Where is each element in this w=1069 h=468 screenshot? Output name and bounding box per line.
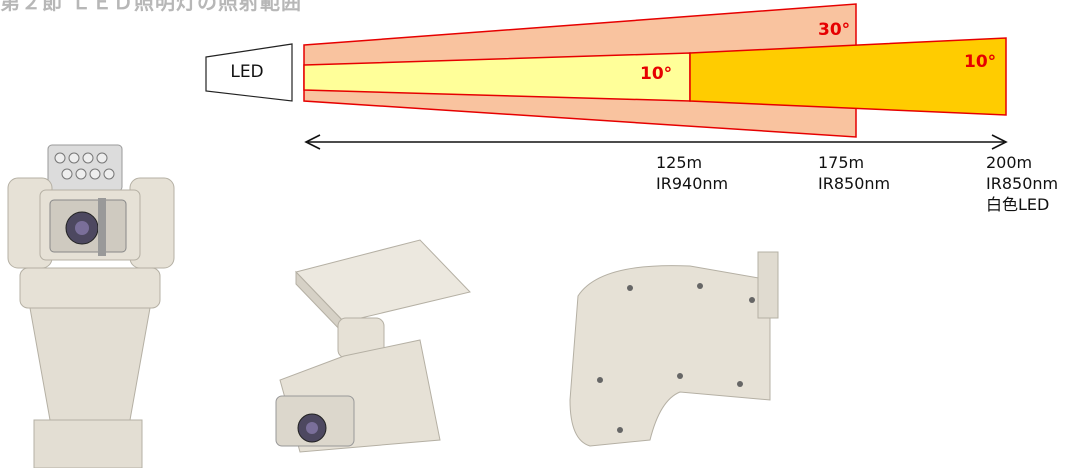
distance-label-125: 125m IR940nm	[656, 152, 728, 194]
distance-range: 125m	[656, 153, 703, 172]
distance-range: 200m	[986, 153, 1033, 172]
led-illuminator-shape	[205, 43, 293, 102]
distance-label-175: 175m IR850nm	[818, 152, 890, 194]
angle-label-inner-left: 10°	[640, 64, 673, 84]
ptz-camera-housing-side-icon	[569, 251, 779, 447]
range-arrow-head-right	[991, 134, 1008, 150]
distance-wavelength: IR850nm	[818, 174, 891, 193]
distance-wavelength: IR850nm	[986, 174, 1059, 193]
distance-label-200: 200m IR850nm 白色LED	[986, 152, 1058, 215]
distance-light-type: 白色LED	[986, 195, 1050, 214]
angle-label-inner-right: 10°	[964, 52, 997, 72]
distance-range: 175m	[818, 153, 865, 172]
angle-label-outer: 30°	[818, 20, 851, 40]
inner-beam-far	[689, 37, 1007, 116]
distance-wavelength: IR940nm	[656, 174, 729, 193]
led-label: LED	[230, 62, 264, 82]
ptz-camera-ceiling-mount-icon	[275, 239, 471, 453]
ptz-camera-front-icon	[7, 144, 175, 468]
range-arrow-head-left	[304, 134, 321, 150]
